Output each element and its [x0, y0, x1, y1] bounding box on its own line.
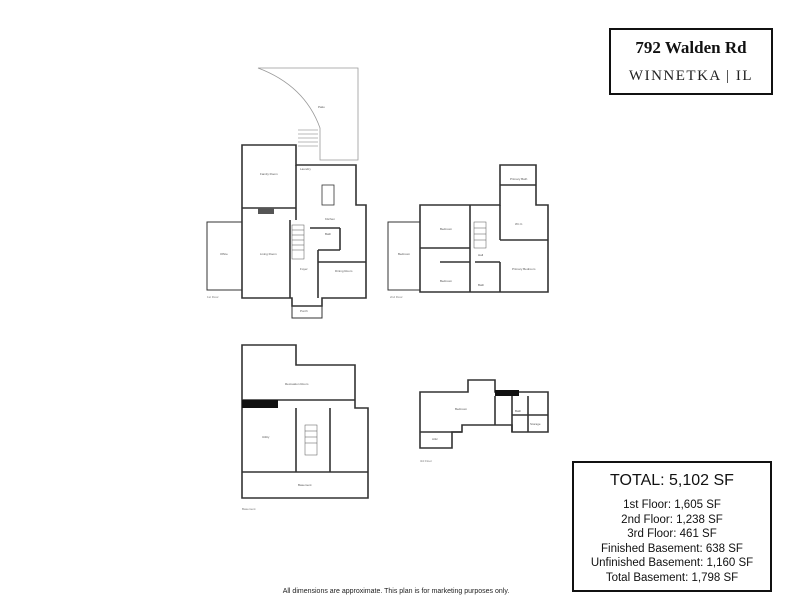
second-floor-plan [387, 164, 549, 293]
floor-breakdown-line: 2nd Floor: 1,238 SF [621, 513, 723, 526]
svg-text:3rd Floor: 3rd Floor [420, 459, 432, 463]
patio-outline [257, 67, 359, 161]
third-floor-plan [419, 379, 549, 449]
svg-text:Bedroom: Bedroom [440, 279, 453, 283]
total-square-footage: TOTAL: 5,102 SF [610, 472, 734, 489]
basement-plan [241, 344, 369, 499]
svg-text:Utility: Utility [262, 435, 270, 439]
floor-breakdown-line: 1st Floor: 1,605 SF [623, 499, 721, 511]
basement-outline [241, 344, 369, 499]
third-floor-labels: Bedroom Attic Bath Storage 3rd Floor [420, 407, 541, 463]
svg-text:Bedroom: Bedroom [455, 407, 468, 411]
first-floor-labels: Patio Family Room Kitchen Living Room Di… [207, 105, 353, 313]
second-floor-labels: Bedroom Bedroom Bedroom Primary Bedroom … [390, 177, 536, 299]
city-state: WINNETKA | IL [628, 68, 754, 84]
svg-text:Office: Office [220, 252, 228, 256]
svg-text:Patio: Patio [318, 105, 325, 109]
svg-text:Bedroom: Bedroom [440, 227, 453, 231]
address-heading: 792 Walden Rd [635, 38, 747, 57]
stairs-first [291, 224, 305, 260]
sleeping-porch-outline [387, 221, 421, 291]
svg-text:1st Floor: 1st Floor [207, 295, 219, 299]
office-outline [206, 221, 243, 291]
svg-text:Dining Room: Dining Room [335, 269, 353, 273]
stairs-patio [298, 129, 318, 147]
svg-text:Basement: Basement [298, 483, 312, 487]
basement-wall-black [242, 400, 278, 408]
svg-text:Kitchen: Kitchen [325, 217, 335, 221]
floor-breakdown-line: Total Basement: 1,798 SF [605, 571, 739, 584]
disclaimer-text: All dimensions are approximate. This pla… [282, 588, 510, 595]
svg-text:Attic: Attic [432, 437, 438, 441]
kitchen-island [321, 184, 335, 206]
floor-breakdown-line: 3rd Floor: 461 SF [627, 528, 717, 540]
fireplace [258, 208, 274, 214]
svg-text:Family Room: Family Room [260, 172, 278, 176]
floor-breakdown-line: Unfinished Basement: 1,160 SF [590, 557, 754, 569]
stairs-basement [304, 424, 318, 456]
first-floor-plan [206, 67, 367, 319]
floor-breakdown: 1st Floor: 1,605 SF 2nd Floor: 1,238 SF … [574, 498, 770, 585]
svg-text:2nd Floor: 2nd Floor [390, 295, 403, 299]
svg-text:Bath: Bath [478, 283, 485, 287]
second-floor-outline [419, 164, 549, 293]
svg-text:Primary Bedroom: Primary Bedroom [512, 267, 536, 271]
svg-text:Porch: Porch [300, 309, 308, 313]
svg-text:Recreation Room: Recreation Room [285, 382, 309, 386]
svg-text:Primary Bath: Primary Bath [510, 177, 528, 181]
stairs-second [473, 221, 487, 249]
svg-text:Laundry: Laundry [300, 167, 311, 171]
svg-text:Basement: Basement [242, 507, 256, 511]
porch-outline [291, 306, 323, 319]
svg-text:Storage: Storage [530, 422, 541, 426]
svg-text:Living Room: Living Room [260, 252, 277, 256]
svg-text:Bath: Bath [325, 232, 332, 236]
basement-labels: Recreation Room Utility Basement Basemen… [242, 382, 312, 511]
svg-text:W.I.C.: W.I.C. [515, 222, 523, 226]
svg-text:Foyer: Foyer [300, 267, 308, 271]
svg-text:Bath: Bath [515, 409, 522, 413]
svg-text:Bedroom: Bedroom [398, 252, 411, 256]
title-box: 792 Walden Rd WINNETKA | IL [609, 28, 773, 95]
square-footage-summary: TOTAL: 5,102 SF 1st Floor: 1,605 SF 2nd … [572, 461, 772, 592]
third-floor-wall-black [495, 390, 519, 396]
svg-text:Hall: Hall [478, 253, 484, 257]
floor-breakdown-line: Finished Basement: 638 SF [601, 542, 743, 555]
